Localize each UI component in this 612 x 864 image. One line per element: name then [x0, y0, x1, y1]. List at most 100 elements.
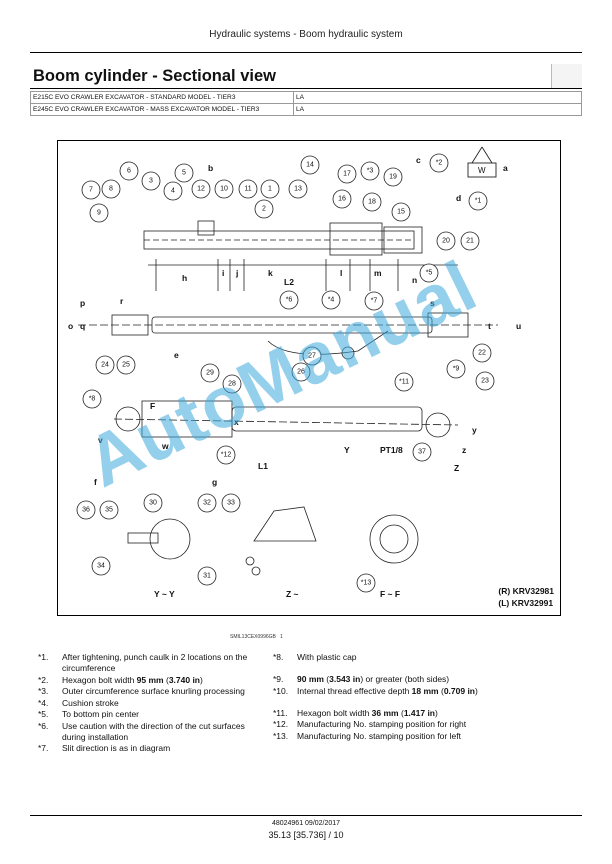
part-ref-right: (R) KRV32981 — [498, 586, 554, 596]
section-title: Boom cylinder - Sectional view — [33, 67, 276, 85]
svg-text:5: 5 — [182, 170, 186, 177]
list-item: *1.After tightening, punch caulk in 2 lo… — [38, 652, 248, 673]
cylinder-assembly-middle — [78, 312, 498, 360]
list-item: *2.Hexagon bolt width 95 mm (3.740 in) — [38, 674, 203, 685]
callout-star-11: *11 — [394, 372, 414, 392]
dim-label: u — [516, 321, 521, 331]
callout-11: 11 — [238, 179, 258, 199]
dim-label: q — [80, 321, 85, 331]
list-item: *9.90 mm (3.543 in) or greater (both sid… — [273, 674, 450, 684]
dim-label: F — [150, 401, 155, 411]
callout-37: 37 — [412, 442, 432, 462]
model-name: E215C EVO CRAWLER EXCAVATOR - STANDARD M… — [30, 91, 294, 104]
callout-star-3: *3 — [360, 161, 380, 181]
svg-text:1: 1 — [268, 186, 272, 193]
svg-text:11: 11 — [244, 186, 251, 193]
figure-code: SMIL13CEX0996GB 1 — [230, 634, 283, 640]
view-label: PT1/8 — [380, 445, 403, 455]
svg-text:31: 31 — [203, 573, 211, 580]
list-item: *11.Hexagon bolt width 36 mm (1.417 in) — [273, 707, 438, 718]
callout-8: 8 — [101, 179, 121, 199]
svg-text:8: 8 — [109, 186, 113, 193]
callout-28: 28 — [222, 374, 242, 394]
callout-star-8: *8 — [82, 389, 102, 409]
svg-text:23: 23 — [481, 378, 489, 385]
callout-6: 6 — [119, 161, 139, 181]
callout-13: 13 — [288, 179, 308, 199]
callout-3: 3 — [141, 171, 161, 191]
svg-text:*5: *5 — [426, 270, 433, 277]
callout-star-2: *2 — [429, 153, 449, 173]
callout-33: 33 — [221, 493, 241, 513]
dim-label: z — [462, 445, 466, 455]
notes-column-left: *1.After tightening, punch caulk in 2 lo… — [38, 652, 270, 755]
svg-text:18: 18 — [368, 199, 376, 206]
view-label: Y ~ Y — [154, 589, 175, 599]
svg-text:35: 35 — [105, 507, 113, 514]
dim-label: k — [268, 268, 273, 278]
list-item: *10.Internal thread effective depth 18 m… — [273, 685, 478, 696]
callout-22: 22 — [472, 343, 492, 363]
svg-text:2: 2 — [262, 206, 266, 213]
callout-star-13: *13 — [356, 573, 376, 593]
dim-label: v — [98, 435, 103, 445]
header-rule — [30, 52, 582, 53]
svg-text:32: 32 — [203, 500, 211, 507]
dim-label: i — [222, 268, 224, 278]
callout-2: 2 — [254, 199, 274, 219]
model-code: LA — [293, 103, 582, 116]
dim-label: a — [503, 163, 508, 173]
svg-text:30: 30 — [149, 500, 157, 507]
dim-label: h — [182, 273, 187, 283]
part-reference-block: (R) KRV32981 (L) KRV32991 — [498, 585, 554, 609]
callout-16: 16 — [332, 189, 352, 209]
callout-14: 14 — [300, 155, 320, 175]
list-item: *5.To bottom pin center — [38, 709, 140, 719]
callout-star-1: *1 — [468, 191, 488, 211]
dimension-letters: a b c d e f g h i j k L2 l m n o p q r s… — [68, 155, 521, 487]
dim-label: m — [374, 268, 382, 278]
dim-label: W — [478, 166, 486, 175]
svg-text:*7: *7 — [371, 298, 378, 305]
callout-24: 24 — [95, 355, 115, 375]
svg-text:*6: *6 — [286, 297, 293, 304]
svg-text:16: 16 — [338, 196, 346, 203]
svg-text:29: 29 — [206, 370, 214, 377]
model-applicability-table: E215C EVO CRAWLER EXCAVATOR - STANDARD M… — [30, 91, 582, 116]
svg-text:24: 24 — [101, 362, 109, 369]
callout-1: 1 — [260, 179, 280, 199]
list-item: *4.Cushion stroke — [38, 697, 119, 708]
svg-text:27: 27 — [308, 353, 316, 360]
svg-text:*11: *11 — [399, 379, 409, 386]
model-name: E245C EVO CRAWLER EXCAVATOR - MASS EXCAV… — [30, 103, 294, 116]
dim-label: l — [340, 268, 342, 278]
dim-label: L1 — [258, 461, 268, 471]
view-label: Z ~ — [286, 589, 299, 599]
svg-text:21: 21 — [466, 238, 474, 245]
footer-rule — [30, 815, 582, 816]
cylinder-drawing: W a b c d e f g h i j k L2 l m n o p q r… — [68, 146, 521, 599]
running-header: Hydraulic systems - Boom hydraulic syste… — [209, 29, 403, 40]
svg-text:6: 6 — [127, 168, 131, 175]
weight-lift-icon: W — [467, 146, 497, 178]
section-title-bar: Boom cylinder - Sectional view — [30, 64, 582, 89]
sectional-view-figure: W a b c d e f g h i j k L2 l m n o p q r… — [57, 140, 561, 616]
callout-29: 29 — [200, 363, 220, 383]
svg-text:25: 25 — [122, 362, 130, 369]
dim-label: s — [430, 298, 435, 308]
callout-star-9: *9 — [446, 359, 466, 379]
list-item: *13.Manufacturing No. stamping position … — [273, 730, 461, 741]
callout-35: 35 — [99, 500, 119, 520]
dim-label: Y — [344, 445, 350, 455]
svg-text:20: 20 — [442, 238, 450, 245]
svg-text:*12: *12 — [221, 452, 232, 459]
list-item: *6.Use caution with the direction of the… — [38, 720, 245, 742]
svg-text:9: 9 — [97, 210, 101, 217]
svg-text:15: 15 — [397, 209, 405, 216]
svg-text:*13: *13 — [361, 580, 372, 587]
document-id: 48024961 09/02/2017 — [271, 820, 341, 827]
dim-label: x — [234, 417, 239, 427]
dim-label: Z — [454, 463, 459, 473]
part-ref-left: (L) KRV32991 — [498, 598, 554, 608]
callout-10: 10 — [214, 179, 234, 199]
